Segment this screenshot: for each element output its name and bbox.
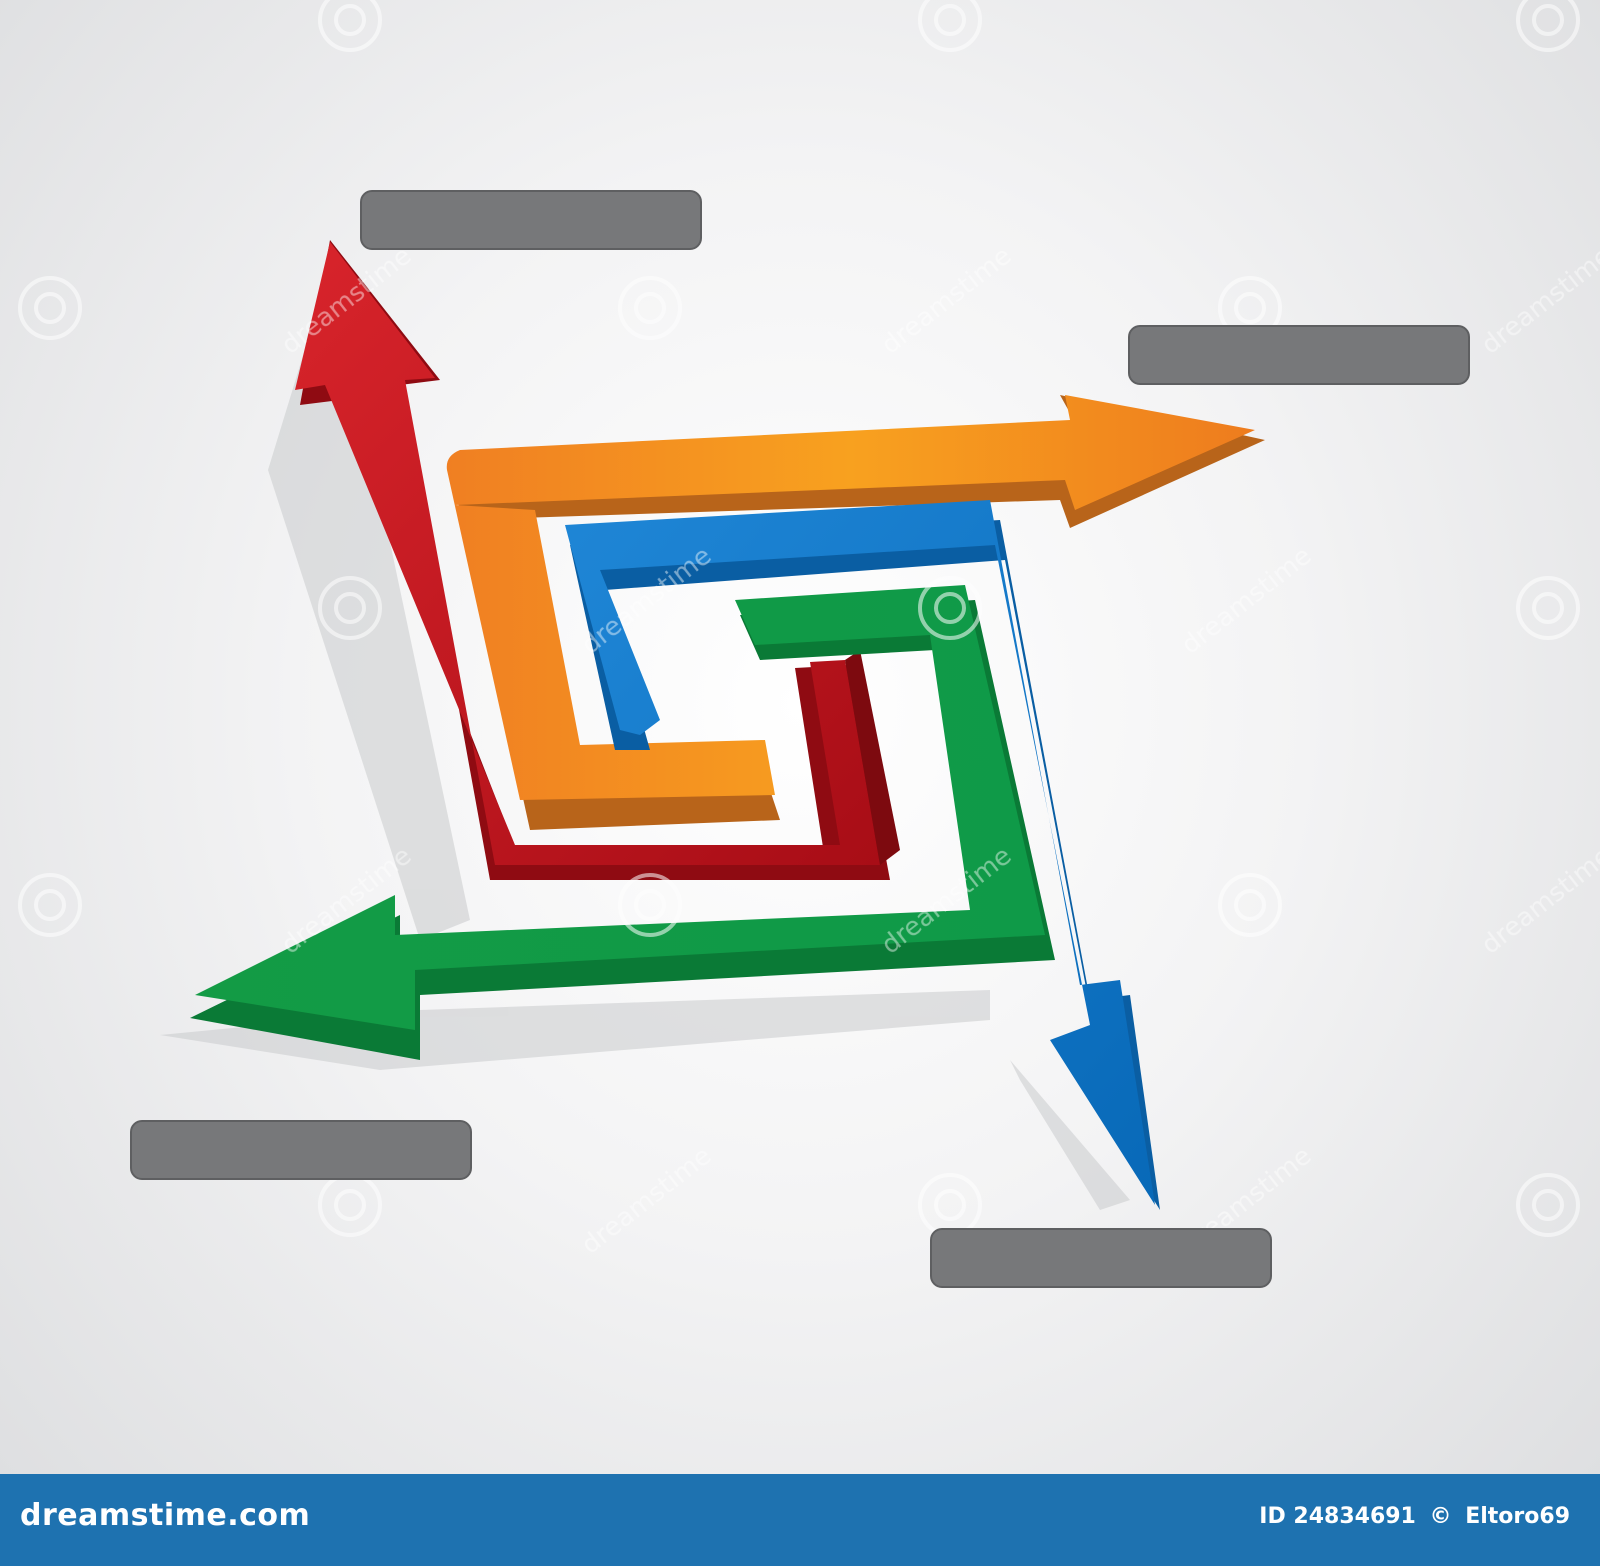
diagram-canvas: dreamstime dreamstime dreamstime dreamst… <box>18 0 1600 1288</box>
footer-logo[interactable]: dreamstime.com <box>20 1498 311 1533</box>
red-arrow <box>295 240 900 880</box>
image-id: ID 24834691 <box>1259 1504 1416 1529</box>
author-name[interactable]: Eltoro69 <box>1465 1504 1570 1529</box>
label-bar-top-left <box>360 190 702 250</box>
watermark-text: dreamstime <box>876 241 1018 361</box>
label-bar-bottom-right <box>930 1228 1272 1288</box>
watermark-text: dreamstime <box>576 1141 718 1261</box>
footer-credit: ID 24834691 © Eltoro69 <box>1253 1504 1570 1529</box>
watermark-text: dreamstime <box>1476 241 1600 361</box>
label-bar-bottom-left <box>130 1120 472 1180</box>
spiral-arrows-diagram: dreamstime dreamstime dreamstime dreamst… <box>18 0 1600 1261</box>
watermark-text: dreamstime <box>1476 841 1600 961</box>
green-arrow <box>190 585 1055 1060</box>
watermark-text: dreamstime <box>1176 541 1318 661</box>
orange-arrow <box>446 395 1265 830</box>
copyright-symbol: © <box>1429 1504 1452 1529</box>
label-bar-top-right <box>1128 325 1470 385</box>
watermark-pattern <box>18 0 1580 1237</box>
footer-bar: dreamstime.com ID 24834691 © Eltoro69 <box>0 1474 1600 1566</box>
